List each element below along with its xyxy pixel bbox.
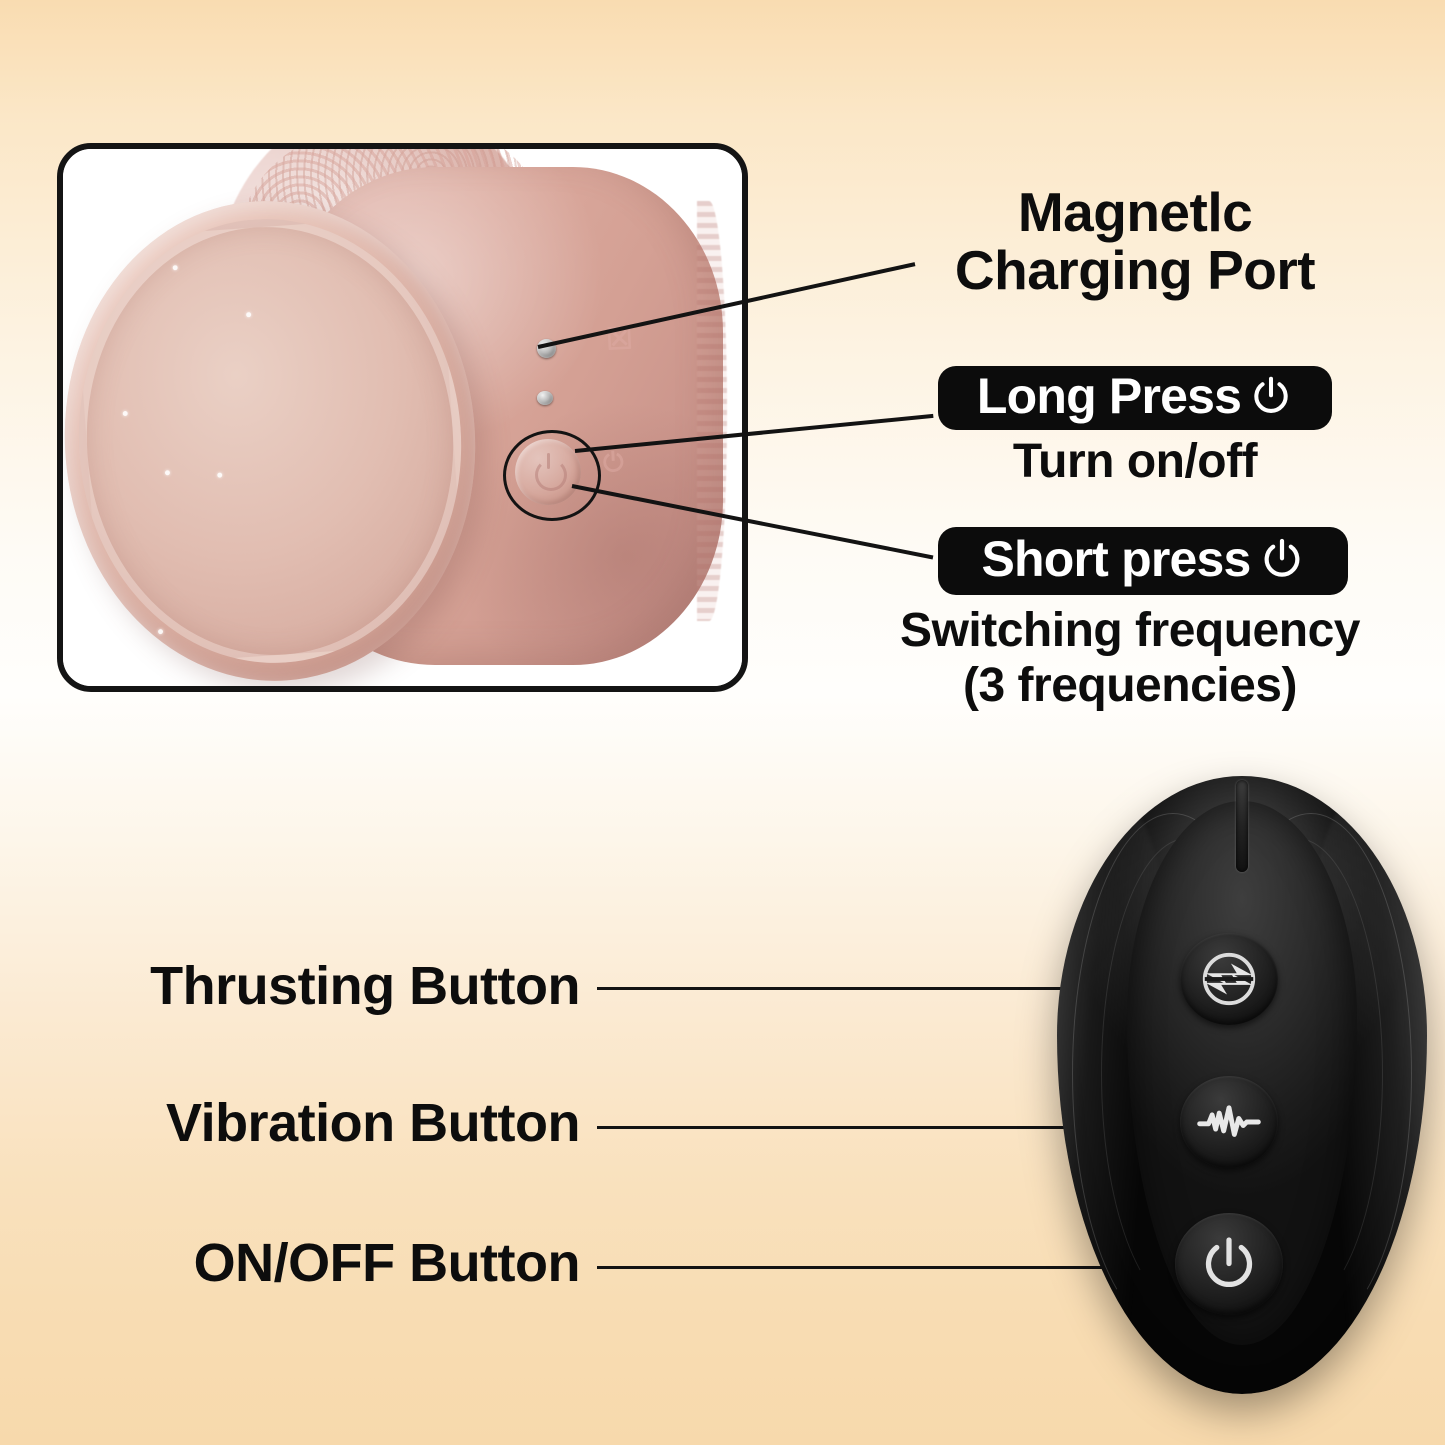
callout-label-magnetic-charging-port: Magnetlc Charging Port (954, 181, 1316, 302)
product-photo-frame: ☒ ⏻ (57, 143, 748, 692)
callout-label-vibration-button: Vibration Button (166, 1093, 580, 1153)
callout-pill-short-press: Short press (938, 527, 1348, 595)
callout-label-onoff-button: ON/OFF Button (193, 1233, 581, 1293)
power-icon (1264, 538, 1299, 577)
callout-label-thrusting-button: Thrusting Button (150, 956, 580, 1016)
leader-line-vibration-button (597, 1126, 1205, 1129)
leader-line-onoff-button (597, 1266, 1197, 1269)
power-icon (1254, 376, 1288, 413)
emboss-mark-ce: ⏻ (602, 446, 625, 478)
product-base-rim (63, 206, 477, 676)
callout-pill-long-press-text: Long Press (976, 368, 1242, 424)
callout-sublabel-switching-frequency: Switching frequency (3 frequencies) (900, 604, 1360, 712)
product-photo: ☒ ⏻ (63, 149, 742, 686)
callout-pill-long-press: Long Press (938, 366, 1332, 430)
thrust-arrow-icon (1202, 952, 1256, 1006)
leader-line-thrusting-button (597, 987, 1205, 990)
remote-seam-left (1071, 813, 1274, 1335)
product-body-edge (697, 201, 727, 621)
vibration-button[interactable] (1180, 1076, 1278, 1168)
thrusting-button[interactable] (1180, 933, 1278, 1025)
callout-sublabel-turn-on-off: Turn on/off (1012, 435, 1258, 488)
magnetic-charging-pin-top (537, 339, 556, 358)
callout-pill-short-press-text: Short press (981, 531, 1251, 587)
product-button-callout-ring (503, 430, 601, 521)
power-icon (1205, 1237, 1253, 1288)
led-indicator-slot (1236, 780, 1248, 872)
waveform-icon (1197, 1105, 1261, 1137)
remote-seam-right (1210, 813, 1413, 1335)
magnetic-charging-pin-bottom (537, 391, 553, 405)
remote-control[interactable] (1057, 776, 1427, 1394)
onoff-button[interactable] (1175, 1213, 1283, 1315)
highlight-speck (157, 628, 164, 635)
